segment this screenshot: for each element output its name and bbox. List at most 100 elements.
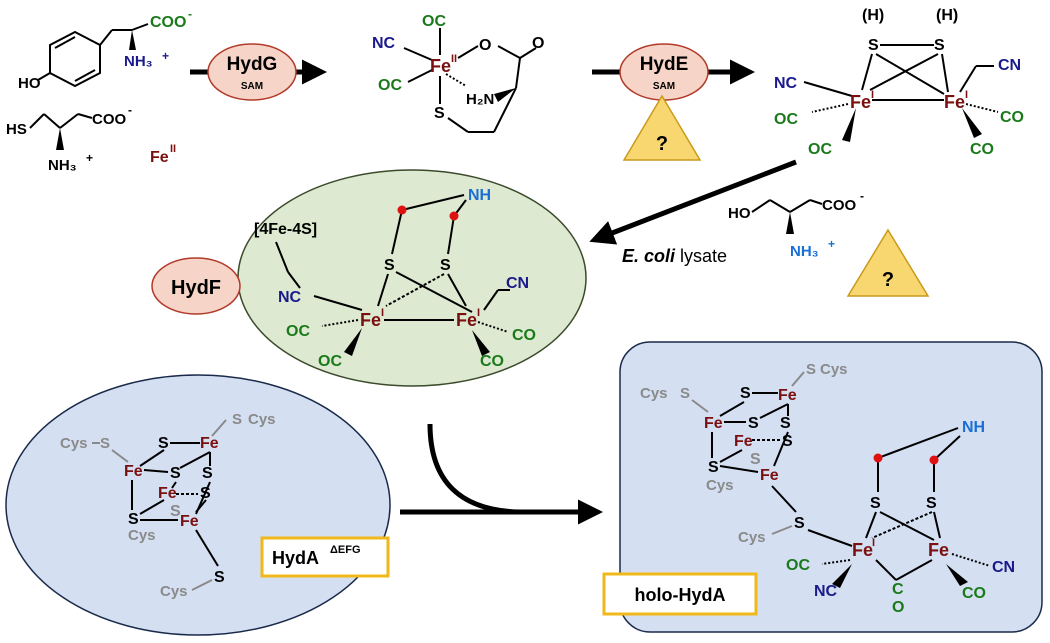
holo-s-cys-back: S: [750, 451, 761, 468]
fe2-oxidation: II: [170, 143, 176, 155]
dimer-oc-bottom: OC: [808, 141, 832, 158]
apo-fe-2: Fe: [124, 463, 143, 480]
holo-fe-1: Fe: [778, 387, 797, 404]
cysteine-structure: HS COO - NH₃ +: [6, 103, 132, 174]
dimer-h-left: (H): [862, 7, 884, 24]
holo-nh: NH: [962, 419, 985, 436]
apo-fe-4: Fe: [180, 513, 199, 530]
holo-cys-left: Cys: [640, 385, 668, 402]
dimer-fe-left-ox: I: [871, 89, 874, 101]
lysate-rest: lysate: [675, 246, 727, 266]
hyde-enzyme: HydE SAM: [619, 43, 709, 101]
fe2c-fe: Fe: [430, 56, 451, 76]
apo-s-cys-left: S: [100, 435, 110, 452]
apo-s-cys-bottom: S: [214, 569, 225, 586]
hydf-co-right: CO: [512, 327, 536, 344]
dimer-nc: NC: [774, 75, 798, 92]
tyr-coo-charge: -: [188, 7, 192, 21]
ser-coo-label: COO: [822, 197, 857, 214]
dimer-s-right: S: [934, 37, 945, 54]
holo-fe-left-apos: I: [872, 537, 875, 549]
ser-nh3-label: NH₃: [790, 243, 819, 260]
holo-fe-2: Fe: [704, 415, 723, 432]
holo-cys-bottom: Cys: [738, 529, 766, 546]
hydf-bridge-c-left: [397, 205, 407, 215]
dimer-cn: CN: [998, 57, 1021, 74]
holo-s-bridge: S: [794, 515, 805, 532]
holo-s-2: S: [748, 415, 759, 432]
hydf-label: HydF: [171, 277, 221, 299]
holo-oc: OC: [786, 557, 810, 574]
hydf-cluster-label: [4Fe-4S]: [254, 221, 317, 238]
cys-nh3-label: NH₃: [48, 157, 77, 174]
tyr-ho-label: HO: [18, 75, 41, 92]
holo-fe-left: Fe: [852, 540, 873, 560]
apo-hyda-sup: ΔEFG: [330, 544, 361, 556]
holo-fe-right: Fe: [928, 540, 949, 560]
hydg-sam-label: SAM: [241, 81, 263, 92]
apo-fe-3: Fe: [158, 485, 177, 502]
dimer-s-left: S: [868, 37, 879, 54]
ser-coo-charge: -: [860, 189, 864, 203]
cys-coo-charge: -: [128, 103, 132, 117]
dimer-co-right: CO: [1000, 109, 1024, 126]
holo-cys-top: Cys: [820, 361, 848, 378]
holo-s-cys-left: S: [680, 385, 690, 402]
holo-bridge-c: C: [892, 581, 904, 598]
ser-ho-label: HO: [728, 205, 751, 222]
hydf-oc-bottom: OC: [318, 353, 342, 370]
holo-hyda-label: holo-HydA: [635, 585, 726, 605]
apo-s-2: S: [170, 465, 181, 482]
apo-hyda-label: HydA: [272, 548, 319, 568]
holo-s-5: S: [708, 459, 719, 476]
hyde-question: ?: [656, 133, 668, 155]
hydf-s-right: S: [440, 257, 451, 274]
dimer-h-right: (H): [936, 7, 958, 24]
hyde-unknown-warning: ?: [622, 94, 702, 161]
holo-hyda-label-box: holo-HydA: [602, 572, 758, 616]
holo-cn: CN: [992, 559, 1015, 576]
hydg-enzyme: HydG SAM: [207, 43, 297, 101]
hyde-label: HydE: [640, 54, 689, 75]
fe2c-o-carbonyl: O: [532, 35, 544, 52]
hydf-enzyme: HydF: [151, 257, 241, 315]
hydf-fe-right: Fe: [456, 310, 477, 330]
apo-cys-back: Cys: [128, 527, 156, 544]
fe-dimer-top: (H) (H) S S NC OC OC Fe I Fe I CN CO CO: [774, 7, 1024, 158]
holo-bridge-o: O: [892, 599, 904, 616]
lysate-italic: E. coli: [622, 246, 676, 266]
ser-nh3-charge: +: [828, 237, 835, 251]
holo-s-4: S: [782, 433, 793, 450]
hydf-fe-left-ox: I: [381, 307, 384, 319]
fe2c-nc: NC: [372, 35, 396, 52]
fe2c-oc: OC: [378, 77, 402, 94]
holo-hyda: Cys S S Cys S Fe Fe S S Fe S S S Fe Cys …: [602, 341, 1043, 633]
apo-s-cys-back: S: [170, 503, 181, 520]
dimer-fe-right-ox: I: [965, 89, 968, 101]
holo-s-cys-top: S: [806, 361, 816, 378]
tyr-coo-label: COO: [150, 14, 186, 31]
svg-text:E. coli lysate: E. coli lysate: [622, 246, 727, 266]
dimer-co-bottom: CO: [970, 141, 994, 158]
holo-nc: NC: [814, 583, 838, 600]
holo-bridge-c-left: [873, 453, 883, 463]
apo-hyda: S Cys Cys S S Fe Fe S S Fe S S S Fe Cys …: [5, 374, 391, 636]
hydf-oc-left: OC: [286, 323, 310, 340]
lysate-label: E. coli lysate: [622, 246, 727, 266]
hydf-cn: CN: [506, 275, 529, 292]
fe2-ion: Fe II: [150, 143, 176, 166]
tyr-nh3-charge: +: [162, 49, 169, 63]
holo-s-3: S: [780, 415, 791, 432]
serine-structure: HO COO - NH₃ +: [728, 189, 864, 260]
combine-arrow: [400, 423, 603, 525]
apo-s-1: S: [158, 435, 169, 452]
fe2c-fe-ox: II: [451, 53, 457, 65]
apo-s-3: S: [202, 465, 213, 482]
apo-hyda-label-box: HydA ΔEFG: [260, 536, 390, 578]
dimer-oc-left: OC: [774, 111, 798, 128]
apo-cys-top: Cys: [248, 411, 276, 428]
apo-cys-left: Cys: [60, 435, 88, 452]
hydf-nh: NH: [468, 187, 491, 204]
cys-nh3-charge: +: [86, 151, 93, 165]
